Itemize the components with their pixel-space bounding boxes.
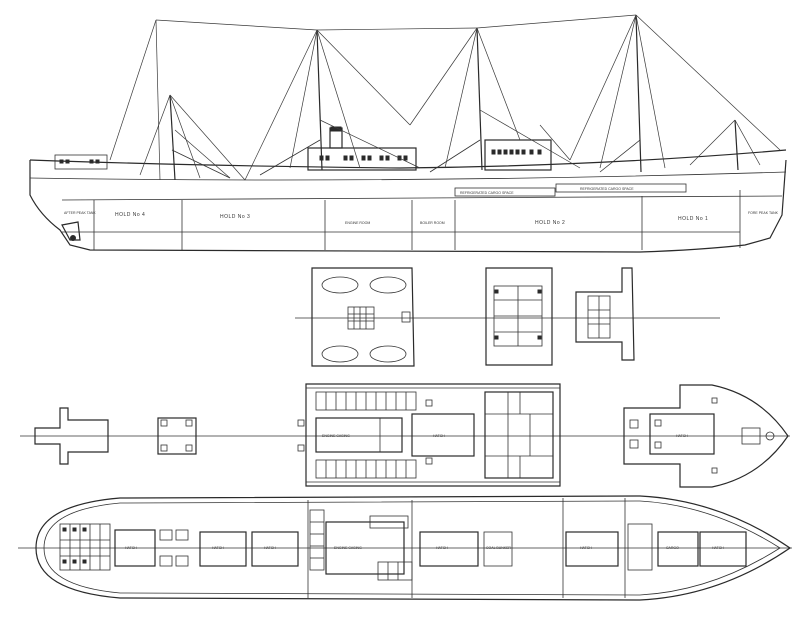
main-deck-hull-outline (35, 495, 792, 601)
refrig-space-fwd (555, 183, 687, 193)
label-boiler-room: BOILER ROOM (420, 221, 445, 225)
bridge-fittings (494, 289, 542, 340)
middle-deck-plans: ENGINE CASING HATCH HATCH (20, 383, 790, 488)
label-fore-peak-tank: FORE PEAK TANK (748, 211, 779, 215)
label-hatch-mid: HATCH (433, 434, 445, 438)
engine-casing-mid (315, 417, 403, 453)
saloon-block (484, 391, 554, 479)
label-hatch-1-main: HATCH (580, 546, 592, 550)
lifeboat (321, 276, 359, 294)
nav-bridge-outline (575, 267, 635, 361)
profile-elevation: AFTER PEAK TANK HOLD No 4 HOLD No 3 ENGI… (29, 14, 787, 253)
skylight (347, 306, 375, 330)
label-hatch-3a: HATCH (212, 546, 224, 550)
hull-sheer-line (29, 149, 787, 169)
hatch-4-winches (160, 419, 193, 452)
provision-room (369, 515, 409, 529)
engine-casing-main (325, 521, 405, 575)
lower-deck-line (61, 195, 783, 201)
bridge-room-divisions (494, 286, 542, 346)
deck-fitting (401, 311, 411, 323)
bulkheads (93, 190, 741, 250)
label-hold-2: HOLD No 2 (535, 220, 565, 226)
saloon-divisions (485, 392, 553, 478)
label-hatch-4-main: HATCH (125, 546, 137, 550)
hatch-fo (649, 413, 715, 455)
label-hold-4: HOLD No 4 (115, 212, 145, 218)
cabins-port (315, 391, 417, 411)
propeller-boss (70, 235, 76, 241)
upper-deck-plans (295, 267, 720, 367)
hatch-4-plan (157, 417, 197, 455)
aft-fittings (62, 527, 87, 564)
portholes (59, 149, 542, 164)
galley (377, 561, 413, 581)
lifeboat (369, 276, 407, 294)
label-engine-casing-main: ENGINE CASING (334, 546, 362, 550)
bridge-house (484, 139, 552, 171)
boat-deck-outline (311, 267, 415, 367)
hatch-mid (411, 413, 475, 457)
winches-main (159, 523, 653, 571)
funnel-top (330, 126, 342, 132)
deck-fittings-mid (297, 399, 433, 465)
label-engine-casing-mid: ENGINE CASING (322, 434, 350, 438)
main-deck-divisions (307, 498, 626, 598)
rudder (61, 221, 81, 241)
main-deck-plan: HATCH HATCH HATCH ENGINE CASING HATCH CO… (18, 495, 792, 601)
label-hatch-fwd: HATCH (712, 546, 724, 550)
label-aft-peak-tank: AFTER PEAK TANK (64, 211, 96, 215)
main-deck-inner-outline (43, 500, 781, 596)
derricks (171, 139, 641, 179)
label-engine-room: ENGINE ROOM (345, 221, 370, 225)
label-cargo: CARGO (666, 546, 679, 550)
hull-outline (29, 159, 787, 253)
bridge-house-plan (485, 267, 553, 366)
engine-side-rooms (309, 509, 325, 571)
label-coal-bunker: COAL BUNKER (486, 546, 511, 550)
label-hatch-fo: HATCH (676, 434, 688, 438)
refrig-space-aft (454, 187, 556, 197)
poop-deck-outline (34, 407, 109, 465)
rigging (109, 14, 781, 181)
main-deck-hatches (114, 529, 747, 567)
cabins-starboard (315, 459, 417, 479)
lifeboat (321, 345, 359, 363)
upper-deck-line (29, 171, 787, 181)
forecastle-outline (623, 384, 789, 488)
label-hold-1: HOLD No 1 (678, 216, 708, 222)
lifeboat (369, 345, 407, 363)
aft-accommodation (59, 523, 111, 571)
label-refrig-fwd: REFRIGERATED CARGO SPACE (580, 187, 634, 191)
midship-house (307, 147, 417, 171)
galley-fittings (387, 562, 399, 580)
label-hatch-3b: HATCH (264, 546, 276, 550)
bridge-deck-outline (305, 383, 561, 487)
forecastle-fittings (629, 397, 775, 474)
skylight-panes (348, 307, 374, 329)
label-hold-3: HOLD No 3 (220, 214, 250, 220)
label-hatch-2-main: HATCH (436, 546, 448, 550)
wheelhouse-divisions (588, 296, 610, 338)
poop-house (54, 154, 108, 170)
label-refrig-aft: REFRIGERATED CARGO SPACE (460, 191, 514, 195)
masts (169, 14, 739, 181)
